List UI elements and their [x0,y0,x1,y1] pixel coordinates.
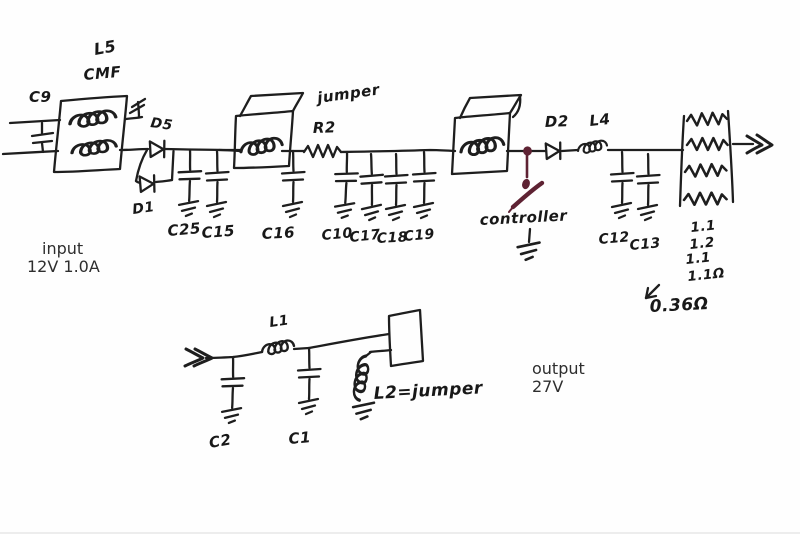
wire [560,148,580,153]
label-d1: D1 [131,199,155,218]
label-d5: D5 [149,115,173,134]
inductor-l2-branch [351,350,376,421]
scan-edge [0,532,800,534]
label-c19: C19 [403,226,436,245]
controller-ground [516,227,541,262]
input-rating: 12V 1.0A [27,257,100,276]
label-c17: C17 [349,227,382,246]
label-jumper: jumper [314,80,382,107]
wire [292,346,311,351]
label-c2: C2 [208,430,233,452]
label-c25: C25 [167,219,202,240]
l2-ground [351,401,376,421]
label-bank-value-1: 1.1 [690,217,717,236]
diode-d5 [148,139,166,159]
inductor-l2 [352,354,370,402]
label-d2: D2 [545,112,570,131]
wire [339,148,457,154]
label-l4: L4 [589,110,612,130]
label-c15: C15 [201,222,236,242]
label-c18: C18 [376,229,408,247]
inductor-l4 [576,139,609,154]
label-c13: C13 [629,235,662,254]
coil-cmf-bottom [70,138,118,157]
label-c9: C9 [29,88,51,106]
exit-arrow [731,133,774,155]
label-c1: C1 [288,428,312,448]
equivalent-resistance-arrow [644,283,661,300]
label-equivalent-resistance: 0.36Ω [649,294,709,317]
output-rating: 27V [532,377,563,396]
top-wire-stub-hatch [124,97,147,121]
label-bank-value-4: 1.1Ω [687,265,726,285]
capacitor-c12 [611,152,634,218]
connector-box [368,308,425,368]
wire [217,148,242,153]
input-label: input [42,239,83,258]
controller-pointer-stroke [510,180,545,210]
capacitor-c15 [206,151,229,217]
load-resistor-bank [678,109,735,208]
wire [307,332,391,350]
wire [118,147,150,152]
label-l2-jumper: L2=jumper [373,378,484,404]
label-bank-value-3: 1.1 [685,249,712,268]
label-c12: C12 [598,229,631,248]
capacitor-c16 [282,151,305,217]
bank-resistor-4 [682,190,728,207]
label-l1: L1 [268,312,290,331]
wire-input-top [8,118,62,125]
bank-resistor-2 [685,136,729,152]
coil-box3 [459,136,506,157]
label-bank-value-2: 1.2 [689,234,716,253]
capacitor-c1 [298,348,321,414]
coil-box2 [239,136,284,157]
bank-resistor-3 [683,162,728,179]
bank-resistor-1 [685,110,729,128]
capacitor-c2 [221,357,245,423]
capacitor-c13 [637,154,660,220]
common-mode-filter-l5 [52,94,129,174]
label-l5: L5 [92,36,117,59]
diode-d2 [544,141,562,161]
label-controller: controller [479,206,569,229]
wire-input-bottom [1,149,60,156]
capacitor-c25 [178,150,202,216]
inductor-box-3 [450,93,523,176]
capacitor-c10 [334,152,359,219]
output-label: output [532,359,585,378]
controller-tap-annotation [508,146,545,213]
label-c16: C16 [261,223,295,243]
diode-d1 [138,174,157,194]
inductor-box-2 [232,91,305,170]
capacitor-c19 [413,152,436,218]
capacitor-c9 [30,121,55,154]
coil-cmf-top [68,109,118,129]
label-cmf: CMF [83,63,122,84]
resistor-r2 [302,143,343,159]
inductor-l1 [260,339,296,356]
label-c10: C10 [321,225,354,244]
capacitor-c17 [360,154,384,220]
capacitor-c18 [385,154,408,220]
diode-d1-branch [134,148,175,194]
label-r2: R2 [313,118,337,137]
